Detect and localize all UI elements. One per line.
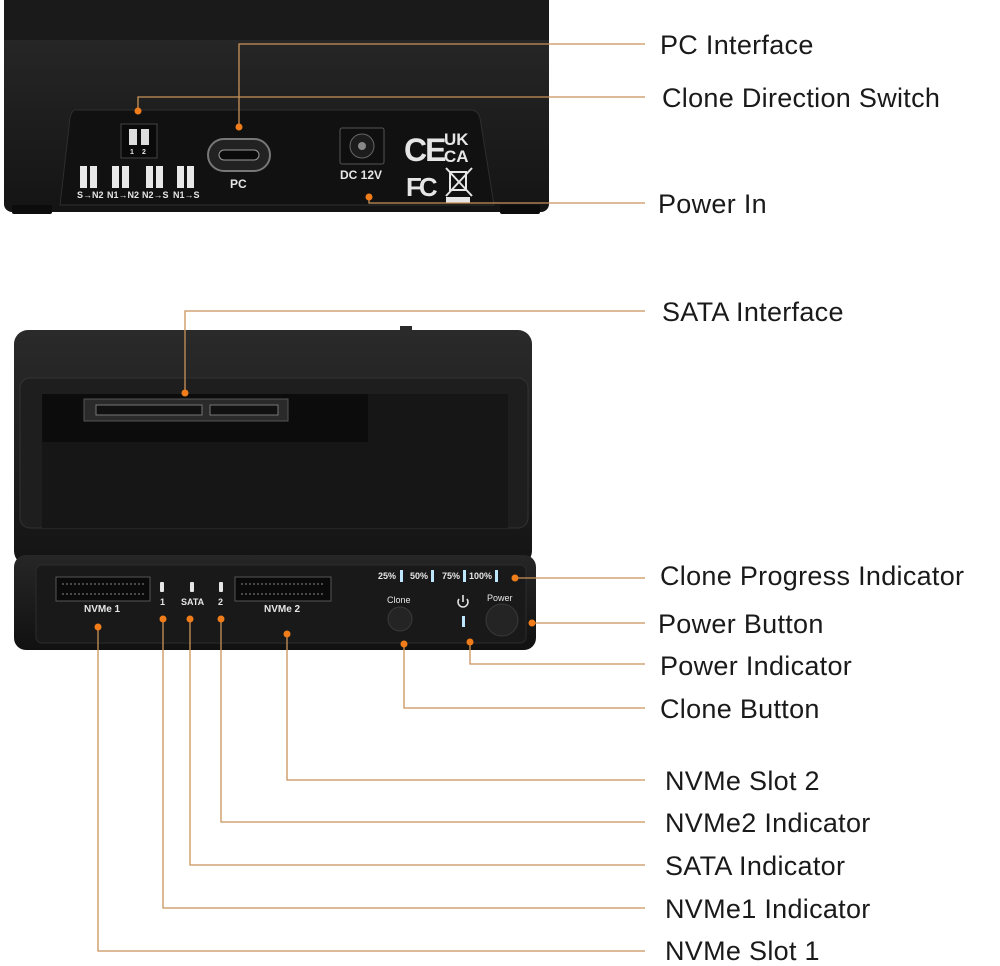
leader-sata-interface	[184, 310, 645, 393]
progress-100-label: 100%	[469, 571, 493, 581]
switch-mode-s-n2: S→N2	[77, 190, 104, 200]
leader-nvme2-indicator	[220, 619, 645, 823]
callout-power-in: Power In	[658, 189, 767, 219]
progress-50-label: 50%	[410, 571, 429, 581]
callout-clone-progress-indicator: Clone Progress Indicator	[660, 561, 965, 591]
weee-bin-icon	[445, 167, 473, 203]
switch-number-1: 1	[130, 149, 134, 156]
switch-mode-n1-s: N1→S	[173, 190, 200, 200]
clone-button[interactable]	[387, 606, 413, 632]
progress-75-label: 75%	[442, 571, 461, 581]
indicator-1-label: 1	[160, 597, 166, 607]
ukca-mark-bottom: CA	[444, 147, 469, 166]
leader-pc-interface	[238, 43, 645, 127]
leader-lines	[97, 43, 645, 952]
callout-pc-interface: PC Interface	[660, 30, 814, 60]
progress-25-label: 25%	[378, 571, 397, 581]
nvme-slot-2	[234, 576, 332, 602]
switch-mode-n1-n2: N1→N2	[107, 190, 140, 200]
sata-led	[190, 582, 194, 592]
leader-clone-button	[403, 644, 645, 709]
switch-number-2: 2	[142, 149, 146, 156]
progress-led-75	[463, 570, 466, 582]
nvme2-label: NVMe 2	[264, 604, 301, 615]
callout-nvme-slot-2: NVMe Slot 2	[665, 766, 820, 796]
progress-led-25	[400, 570, 403, 582]
pc-port-label: PC	[230, 177, 247, 191]
usb-c-port	[207, 138, 271, 172]
power-icon	[457, 595, 469, 608]
front-view-device	[14, 326, 536, 650]
rear-view-device	[4, 0, 549, 214]
leader-nvme-slot-1	[97, 627, 645, 952]
indicator-2-label: 2	[218, 597, 224, 607]
dip-switch	[120, 123, 158, 159]
callout-power-button: Power Button	[658, 609, 824, 639]
leader-dots	[94, 107, 536, 648]
nvme1-label: NVMe 1	[84, 604, 121, 615]
callout-power-indicator: Power Indicator	[660, 651, 853, 681]
callout-clone-direction-switch: Clone Direction Switch	[662, 83, 941, 113]
callout-sata-interface: SATA Interface	[662, 297, 844, 327]
sata-connector	[83, 398, 289, 422]
leader-clone-switch	[137, 96, 645, 111]
clone-label: Clone	[387, 595, 411, 605]
leader-nvme-slot-2	[286, 634, 645, 781]
leader-sata-indicator	[189, 619, 645, 866]
power-button[interactable]	[485, 603, 519, 637]
callout-nvme-slot-1: NVMe Slot 1	[665, 936, 820, 966]
ukca-mark-top: UK	[444, 130, 469, 149]
switch-mode-diagrams	[80, 166, 194, 188]
callout-clone-button: Clone Button	[660, 694, 820, 724]
nvme-slot-1	[55, 576, 151, 602]
ce-mark: CE	[404, 132, 446, 168]
progress-led-100	[495, 570, 498, 582]
nvme1-led	[160, 582, 164, 592]
nvme2-led	[219, 582, 223, 592]
switch-mode-n2-s: N2→S	[142, 190, 169, 200]
fc-mark: FC	[406, 172, 438, 202]
callout-nvme1-indicator: NVMe1 Indicator	[665, 894, 871, 924]
callout-nvme2-indicator: NVMe2 Indicator	[665, 808, 871, 838]
dc-jack	[339, 127, 385, 165]
power-label: Power	[487, 593, 513, 603]
dc-label: DC 12V	[340, 168, 383, 182]
progress-led-50	[431, 570, 434, 582]
indicator-sata-label: SATA	[181, 597, 205, 607]
leader-power-indicator	[469, 642, 645, 665]
power-led	[462, 616, 465, 627]
callout-sata-indicator: SATA Indicator	[665, 851, 846, 881]
leader-nvme1-indicator	[162, 619, 645, 909]
